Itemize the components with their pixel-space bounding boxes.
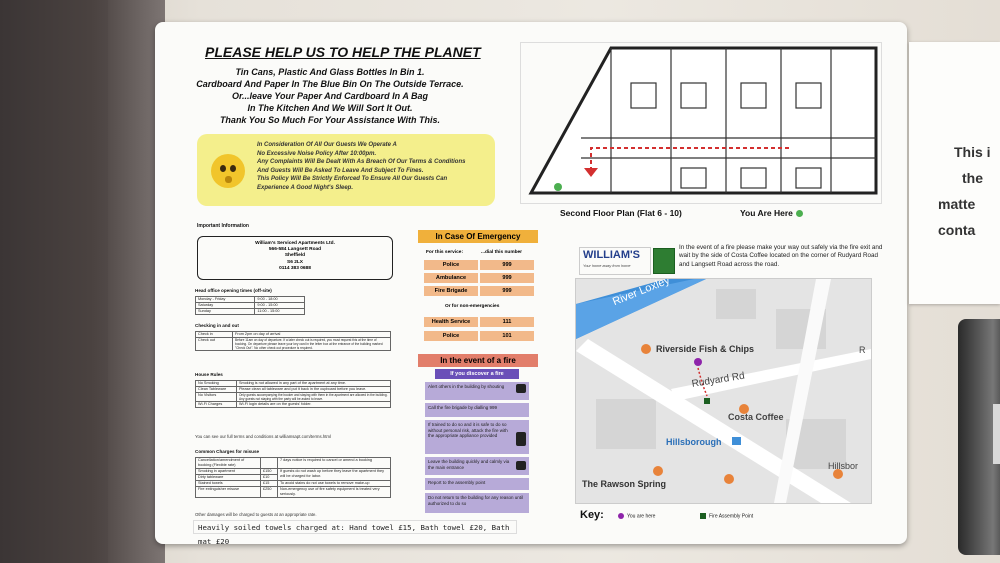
street-map: River Loxley Riverside Fish & Chips Rudy… [575,278,872,504]
non-emergency-label: Or for non-emergencies [445,304,500,309]
williams-logo: WILLIAM'S Your home away from home [579,247,651,275]
shouting-person-icon [516,384,526,393]
green-dot-icon [795,210,803,218]
checkin-heading: Checking in and out [195,323,239,328]
key-assembly-point: Fire Assembly Point [700,513,753,519]
emergency-service-police: Police [424,260,478,270]
other-damages-note: Other damages will be charged to guests … [195,512,317,517]
map-key-title: Key: [580,509,604,521]
map-road-r: R [859,345,866,355]
emergency-service-ambulance: Ambulance [424,273,478,283]
fire-step-1: Alert others in the building by shouting [425,382,529,400]
fire-discover-label: If you discover a fire [435,369,519,379]
map-place-hillsborough: Hillsborough [666,437,722,447]
fire-step-2: Call the fire brigade by dialling 999 [425,403,529,417]
emergency-heading: In Case Of Emergency [418,230,538,243]
for-this-service-label: For this service: [426,250,464,255]
map-place-hillsbor: Hillsbor [828,461,859,471]
map-place-fish-chips: Riverside Fish & Chips [656,344,755,354]
emergency-number-ambulance: 999 [480,273,534,283]
noise-policy-text: In Consideration Of All Our Guests We Op… [257,142,466,191]
office-hours-heading: Head office opening times (off-site) [195,288,272,293]
terms-note: You can see our full terms and condition… [195,434,331,439]
non-emergency-service-police: Police [424,331,478,341]
purple-dot-icon [618,513,624,519]
fire-step-4: Leave the building quickly and calmly vi… [425,457,529,475]
non-emergency-service-health: Health Service [424,317,478,327]
green-square-icon [700,513,706,519]
fire-step-6: Do not return to the building for any re… [425,493,529,513]
floor-plan-caption: Second Floor Plan (Flat 6 - 10) [560,208,682,218]
non-emergency-number-health: 111 [480,317,534,327]
info-board: PLEASE HELP US TO HELP THE PLANET Tin Ca… [155,22,907,544]
towel-charges-footer: Heavily soiled towels charged at: Hand t… [193,520,517,544]
map-place-rawson-spring: The Rawson Spring [582,479,667,489]
floor-plan [520,42,882,204]
shush-emoji-icon [211,154,245,188]
emergency-service-fire: Fire Brigade [424,286,478,296]
dial-this-label: ...dial this number [481,250,523,255]
fire-step-3: If trained to do so and it is safe to do… [425,420,529,454]
fire-step-5: Report to the assembly point [425,478,529,490]
qr-code-icon [653,248,675,274]
fire-exit-instructions: In the event of a fire please make your … [679,244,883,268]
planet-title: PLEASE HELP US TO HELP THE PLANET [205,44,481,60]
wall-device [958,319,1000,555]
table-row: Cancellation/amendment of booking (Flexi… [195,457,391,469]
important-info-heading: Important Information [197,223,249,229]
noise-policy-box: In Consideration Of All Our Guests We Op… [197,134,495,206]
emergency-number-fire: 999 [480,286,534,296]
map-graphic [576,279,871,503]
address-box: William's Serviced Apartments Ltd. 566-5… [197,236,393,280]
non-emergency-number-police: 101 [480,331,534,341]
fire-extinguisher-icon [516,432,526,446]
charges-table: Cancellation/amendment of booking (Flexi… [195,457,391,498]
fire-heading: In the event of a fire [418,354,538,367]
recycling-instructions: Tin Cans, Plastic And Glass Bottles In B… [196,67,464,125]
house-rules-heading: House Rules [195,372,223,377]
you-are-here-caption: You Are Here [740,208,803,218]
key-you-are-here: You are here [618,513,655,519]
map-place-costa: Costa Coffee [728,412,784,422]
charges-heading: Common Charges for misuse [195,449,260,454]
emergency-number-police: 999 [480,260,534,270]
arrow-right-icon [516,461,526,470]
